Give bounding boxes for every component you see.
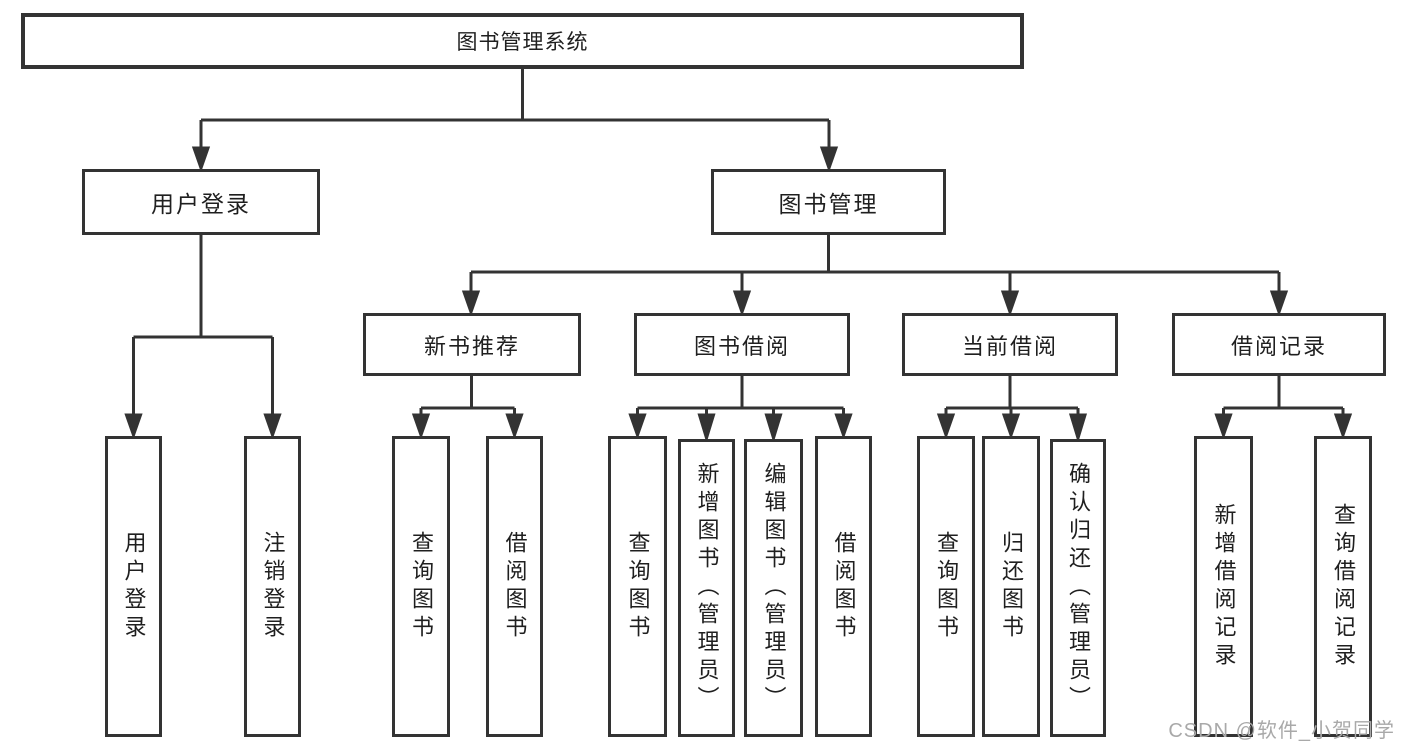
node-new-book-recommend: 新书推荐: [363, 313, 581, 376]
leaf-query-book-current: 查询图书: [917, 436, 975, 737]
node-label: 图书借阅: [693, 333, 790, 359]
node-library-system: 图书管理系统: [21, 13, 1024, 69]
leaf-add-book-admin: 新增图书（管理员）: [678, 439, 735, 737]
leaf-add-borrow-record: 新增借阅记录: [1194, 436, 1253, 737]
leaf-label: 用户登录: [121, 530, 147, 643]
connector-new-book-recommend: [411, 376, 524, 440]
leaf-label: 借阅图书: [831, 530, 857, 643]
leaf-borrow-book: 借阅图书: [815, 436, 872, 737]
leaf-label: 注销登录: [260, 530, 286, 643]
leaf-label: 新增借阅记录: [1211, 502, 1237, 671]
node-label: 新书推荐: [423, 333, 520, 359]
node-borrow-records: 借阅记录: [1172, 313, 1386, 376]
leaf-query-book-recommend: 查询图书: [392, 436, 450, 737]
leaf-label: 编辑图书（管理员）: [761, 462, 787, 714]
leaf-query-borrow-record: 查询借阅记录: [1314, 436, 1372, 737]
node-label: 图书管理系统: [456, 31, 589, 54]
node-current-borrow: 当前借阅: [902, 313, 1118, 376]
node-label: 图书管理: [778, 191, 879, 217]
leaf-label: 查询图书: [934, 530, 959, 643]
leaf-label: 查询借阅记录: [1331, 502, 1356, 671]
node-book-management: 图书管理: [711, 169, 946, 235]
leaf-label: 确认归还（管理员）: [1066, 462, 1091, 714]
node-label: 当前借阅: [961, 333, 1058, 359]
watermark-text: CSDN @软件_小贺同学: [1168, 720, 1395, 742]
leaf-edit-book-admin: 编辑图书（管理员）: [744, 439, 803, 737]
leaf-label: 归还图书: [999, 530, 1024, 643]
connector-book-management: [461, 235, 1289, 317]
leaf-borrow-book-recommend: 借阅图书: [486, 436, 543, 737]
node-book-borrow: 图书借阅: [634, 313, 850, 376]
connector-user-login: [124, 235, 282, 440]
node-user-login: 用户登录: [82, 169, 320, 235]
leaf-label: 借阅图书: [502, 530, 528, 643]
leaf-logout: 注销登录: [244, 436, 301, 737]
node-label: 借阅记录: [1230, 333, 1327, 359]
leaf-label: 查询图书: [625, 530, 651, 643]
connector-book-borrow: [628, 376, 853, 444]
leaf-confirm-return-admin: 确认归还（管理员）: [1050, 439, 1106, 737]
leaf-label: 查询图书: [409, 530, 434, 643]
leaf-label: 新增图书（管理员）: [694, 462, 720, 714]
connector-borrow-records: [1214, 376, 1353, 440]
connector-root: [191, 69, 839, 173]
leaf-user-login: 用户登录: [105, 436, 162, 737]
leaf-return-book: 归还图书: [982, 436, 1040, 737]
leaf-query-book-borrow: 查询图书: [608, 436, 667, 737]
node-label: 用户登录: [151, 191, 251, 217]
connector-current-borrow: [936, 376, 1088, 444]
